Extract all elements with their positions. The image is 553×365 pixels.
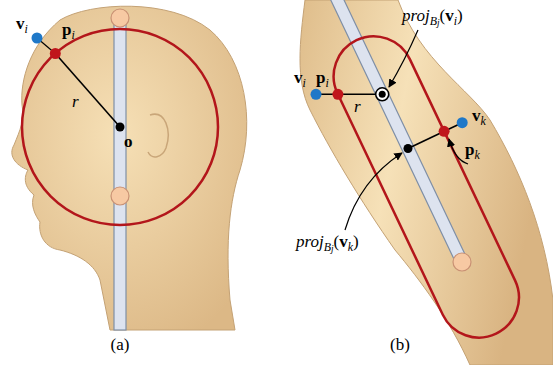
panel-label: (b) bbox=[390, 335, 410, 355]
projection-label: projBj(vk) bbox=[296, 232, 359, 259]
bounding-capsule bbox=[320, 23, 532, 351]
ear-shading bbox=[148, 114, 168, 157]
joint bbox=[111, 187, 129, 205]
radius-line bbox=[55, 54, 120, 128]
vector-label: vk bbox=[472, 106, 486, 131]
projected-point bbox=[439, 126, 450, 137]
projection-point bbox=[379, 91, 386, 98]
radius-label: r bbox=[354, 97, 361, 117]
projected-point bbox=[332, 89, 343, 100]
panel-label: (a) bbox=[111, 335, 130, 355]
projection-point bbox=[376, 88, 389, 101]
point-label: pk bbox=[465, 140, 480, 165]
bone-segment bbox=[330, 0, 468, 265]
projection-point bbox=[404, 144, 413, 153]
leader-arrow bbox=[389, 30, 418, 87]
projected-point bbox=[50, 48, 61, 59]
vector-label: vi bbox=[294, 68, 306, 93]
joint bbox=[111, 9, 129, 27]
joint bbox=[453, 253, 471, 271]
vertex-point bbox=[311, 89, 322, 100]
center-point bbox=[116, 123, 125, 132]
bounding-sphere bbox=[22, 29, 218, 225]
projection-label: projBj(vi) bbox=[402, 6, 463, 33]
vector-label: vi bbox=[16, 14, 28, 39]
projection-line bbox=[316, 94, 382, 96]
vertex-point bbox=[32, 33, 43, 44]
projection-line bbox=[408, 123, 462, 149]
radius-label: r bbox=[72, 92, 79, 112]
head-silhouette bbox=[12, 6, 247, 330]
vertex-point bbox=[457, 117, 468, 128]
bone-segment bbox=[114, 14, 126, 330]
center-label: o bbox=[124, 132, 133, 152]
leader-arrow bbox=[345, 153, 402, 230]
point-label: pi bbox=[316, 68, 329, 93]
point-label: pi bbox=[62, 20, 75, 45]
